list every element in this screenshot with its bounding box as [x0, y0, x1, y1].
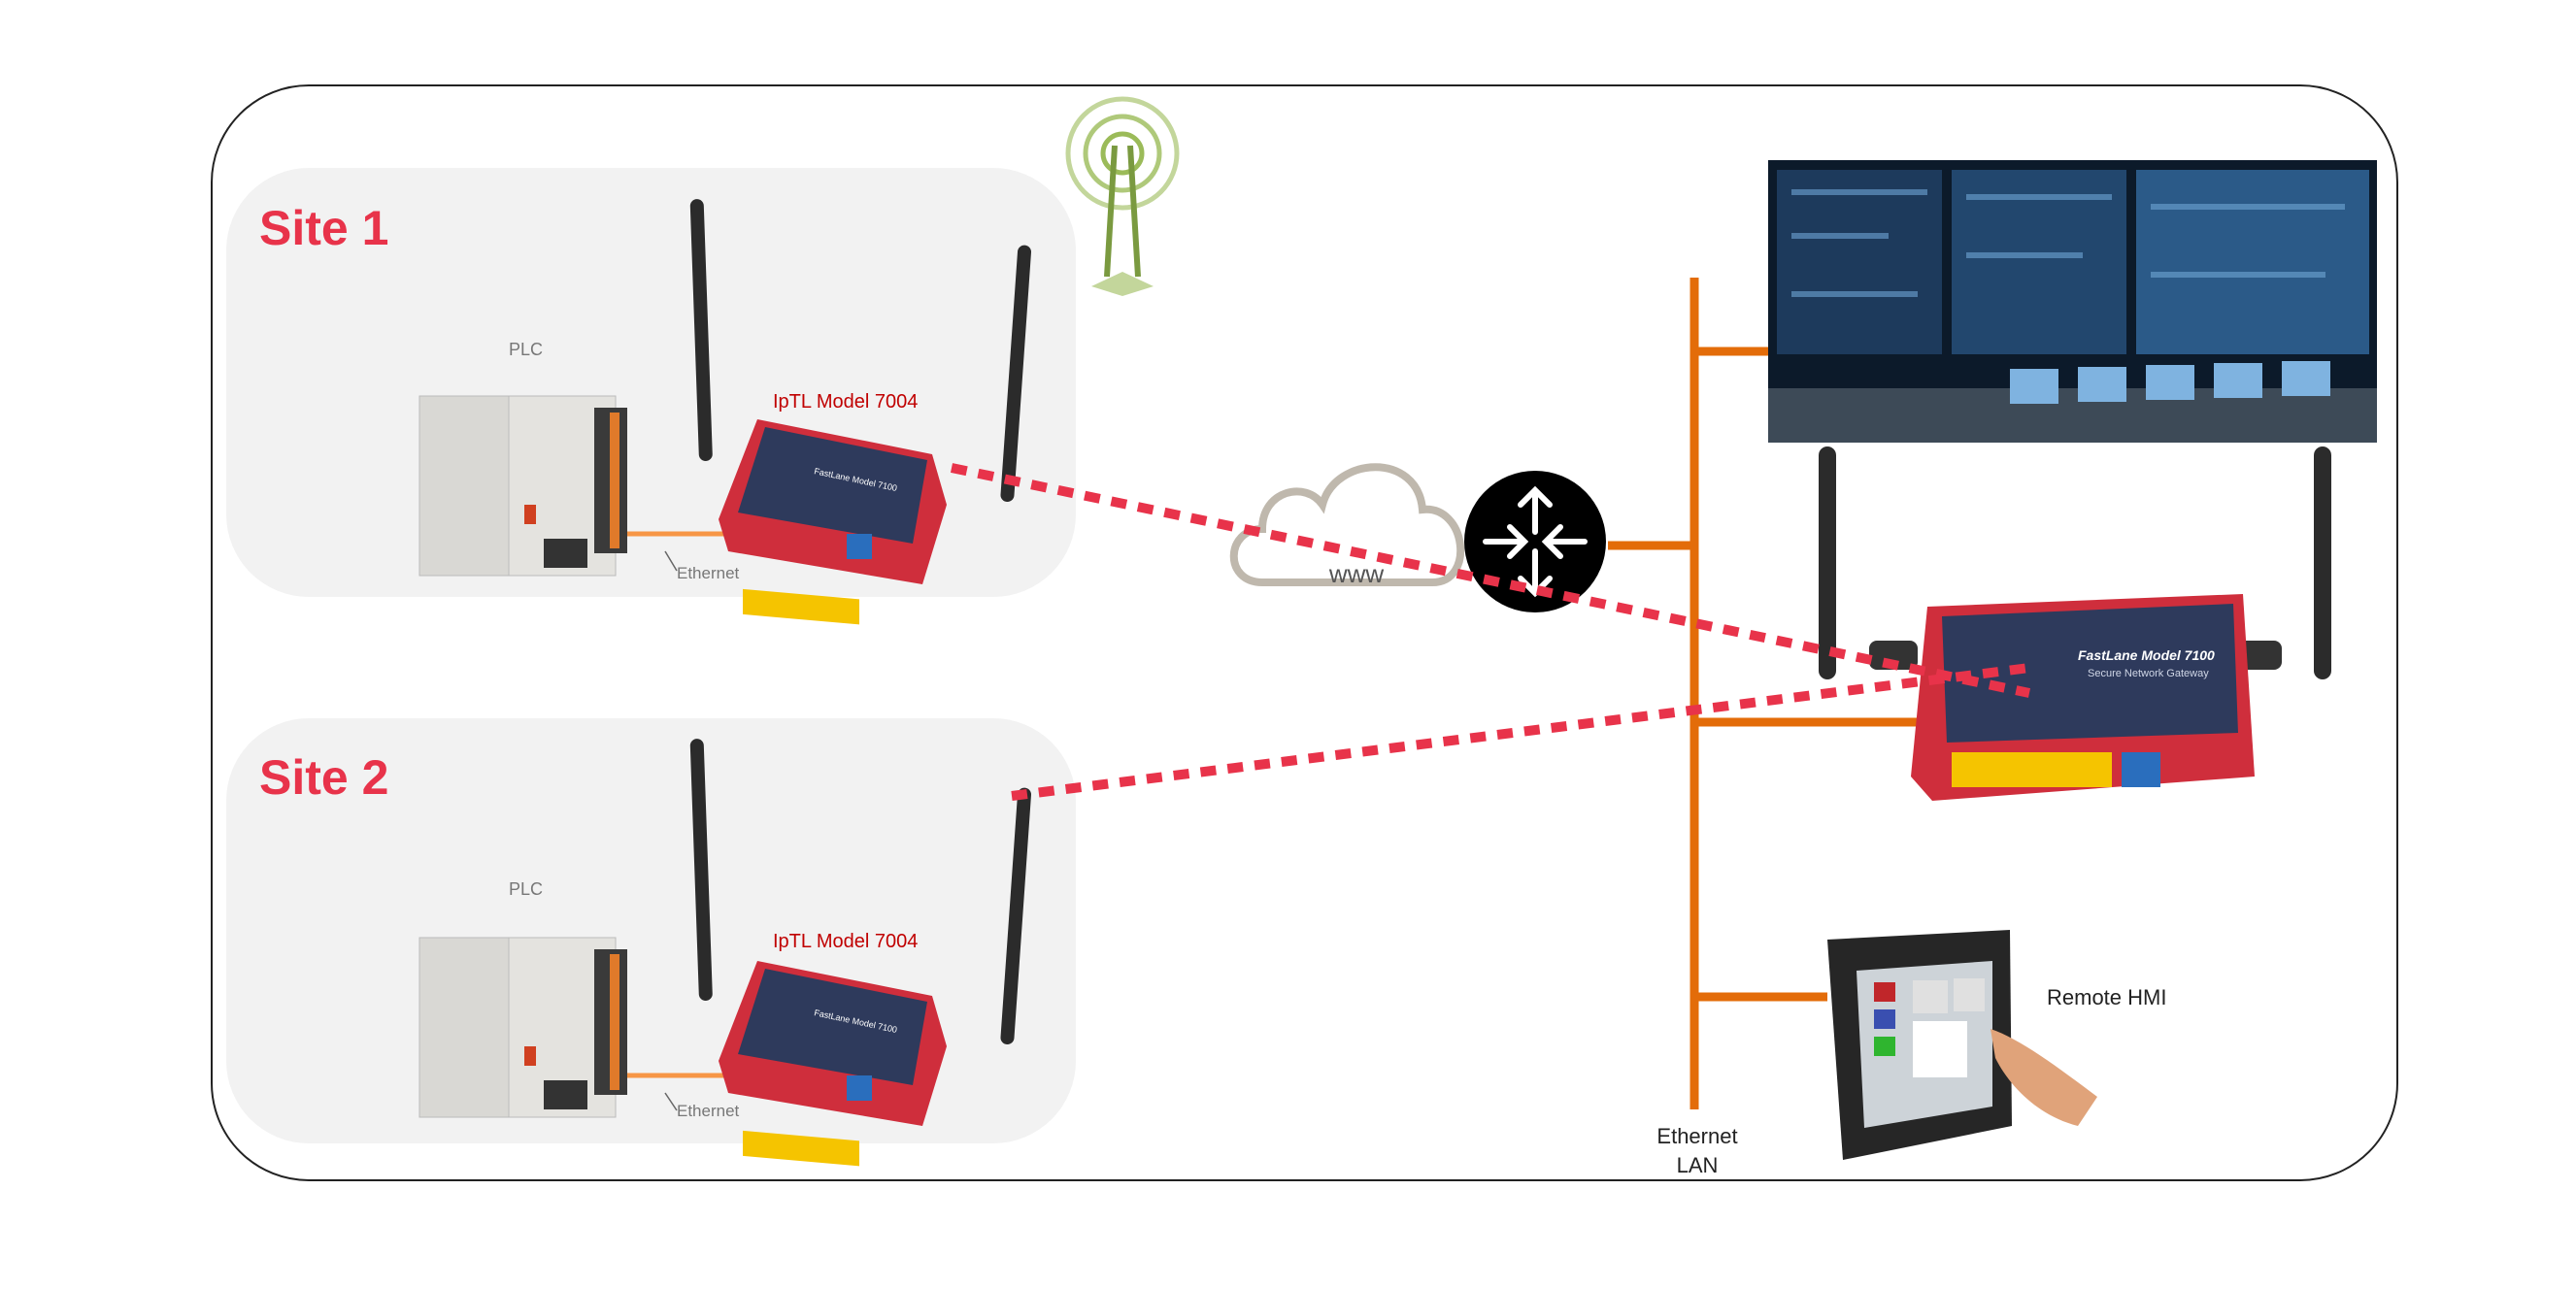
central-gateway-device: FastLane Model 7100 Secure Network Gatew… — [1819, 446, 2331, 801]
plc-device — [418, 937, 627, 1118]
site-1-gateway-label: IpTL Model 7004 — [773, 391, 918, 413]
site-2-gateway-label: IpTL Model 7004 — [773, 931, 918, 952]
central-gateway-brand: FastLane Model 7100 — [2078, 647, 2215, 663]
site-2-devices: Site 2 PLC Ethernet IpTL Model 7004 Fast… — [259, 739, 1031, 1167]
site-1-devices: Site 1 PLC Ethernet IpTL Model 7004 Fast… — [259, 199, 1031, 625]
tunnel-site-1 — [950, 463, 2031, 698]
site-2-title: Site 2 — [259, 750, 388, 805]
cloud-label: www — [1328, 559, 1385, 588]
site-1-title: Site 1 — [259, 201, 388, 255]
site-1-ethernet-label: Ethernet — [677, 564, 740, 582]
ethernet-lan-bus — [1608, 278, 1927, 1109]
control-room-image — [1768, 160, 2377, 443]
ethernet-lan-label-line2: LAN — [1677, 1153, 1719, 1177]
cloud-icon: www — [1229, 463, 1465, 588]
secure-tunnels — [950, 463, 2031, 801]
site-2-ethernet-label: Ethernet — [677, 1102, 740, 1120]
remote-hmi-device — [1827, 930, 2097, 1160]
plc-device — [418, 395, 627, 577]
site-1-gateway-device: FastLane Model 7100 — [689, 199, 1031, 625]
site-2-gateway-device: FastLane Model 7100 — [689, 739, 1031, 1167]
router-icon — [1464, 471, 1606, 612]
central-gateway-subtitle: Secure Network Gateway — [2088, 668, 2209, 679]
remote-hmi-label: Remote HMI — [2047, 985, 2166, 1009]
cell-tower-icon — [1065, 96, 1180, 296]
site-2-plc-label: PLC — [509, 879, 543, 899]
ethernet-lan-label-line1: Ethernet — [1656, 1124, 1737, 1148]
site-1-plc-label: PLC — [509, 340, 543, 359]
tunnel-site-2 — [1011, 663, 2030, 801]
